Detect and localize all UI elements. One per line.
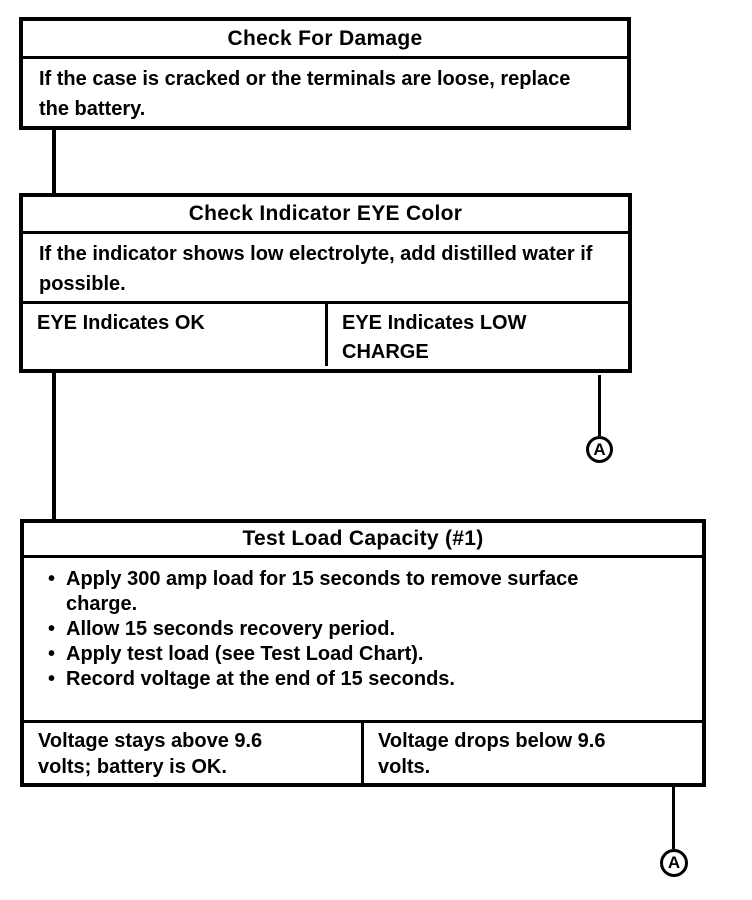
box-body-text: If the case is cracked or the terminals … [39,68,571,120]
bullet-icon [48,642,66,667]
offpage-connector-a1: A [586,436,613,463]
box-title-check-for-damage: Check For Damage [23,21,627,59]
bullet-text: Record voltage at the end of 15 seconds. [66,668,455,690]
bullet-icon [48,667,66,692]
box-title-text: Check For Damage [227,26,423,50]
bullet-icon [48,617,66,642]
bullet-text: Allow 15 seconds recovery period. [66,618,396,640]
connector-line-box1-box2 [52,130,56,193]
box-body-check-for-damage: If the case is cracked or the terminals … [23,59,627,123]
flow-box-check-indicator-eye-color: Check Indicator EYE Color If the indicat… [19,193,632,373]
outcome-row-voltage: Voltage stays above 9.6 volts; battery i… [24,723,702,784]
offpage-connector-label: A [593,439,606,459]
flow-box-test-load-capacity: Test Load Capacity (#1) Apply 300 amp lo… [20,519,706,787]
outcome-label: Voltage drops below 9.6 volts. [378,730,606,778]
outcome-row-eye-color: EYE Indicates OK EYE Indicates LOW CHARG… [23,304,628,366]
bullet-text: Apply test load (see Test Load Chart). [66,643,424,665]
box-title-test-load-capacity: Test Load Capacity (#1) [24,523,702,558]
box-title-text: Test Load Capacity (#1) [242,527,484,550]
outcome-cell-eye-low-charge: EYE Indicates LOW CHARGE [328,304,628,366]
bullet-icon [48,567,66,617]
outcome-cell-voltage-low: Voltage drops below 9.6 volts. [364,723,702,784]
bullet-item: Allow 15 seconds recovery period. [48,617,692,642]
bullet-item: Record voltage at the end of 15 seconds. [48,667,692,692]
flow-box-check-for-damage: Check For Damage If the case is cracked … [19,17,631,130]
offpage-connector-label: A [667,853,681,872]
outcome-cell-eye-ok: EYE Indicates OK [23,304,328,366]
box-body-test-load-capacity: Apply 300 amp load for 15 seconds to rem… [24,558,702,723]
box-body-check-indicator-eye-color: If the indicator shows low electrolyte, … [23,234,628,304]
connector-line-to-offpage-a2 [672,787,675,849]
outcome-label: Voltage stays above 9.6 volts; battery i… [38,730,263,778]
offpage-connector-a2: A [660,849,688,877]
box-title-check-indicator-eye-color: Check Indicator EYE Color [23,197,628,234]
box-title-text: Check Indicator EYE Color [188,202,463,225]
outcome-label: EYE Indicates OK [37,312,205,334]
outcome-cell-voltage-ok: Voltage stays above 9.6 volts; battery i… [24,723,364,784]
outcome-label: EYE Indicates LOW CHARGE [342,312,527,363]
box-body-text: If the indicator shows low electrolyte, … [39,243,593,295]
connector-line-box2-box3 [52,373,56,519]
bullet-item: Apply 300 amp load for 15 seconds to rem… [48,567,692,617]
bullet-item: Apply test load (see Test Load Chart). [48,642,692,667]
bullet-text: Apply 300 amp load for 15 seconds to rem… [66,568,579,615]
connector-line-to-offpage-a1 [598,375,601,436]
